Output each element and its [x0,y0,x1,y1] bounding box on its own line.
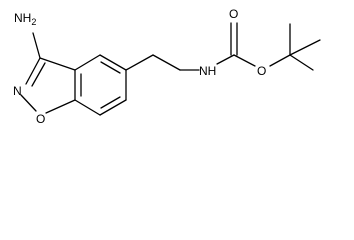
bond-o1-c7a [45,99,76,114]
bond-ch2-ch2n [152,54,181,71]
bond-c7-c7a [74,99,101,116]
ring-nitrogen-label: N [13,84,22,98]
bond-tbutyl-methyl-right [289,39,321,56]
bond-c3-nh2 [32,32,41,59]
bond-c3-n2-double [31,62,46,87]
bond-c3a-c3 [39,57,76,71]
amine-label: NH2 [14,11,36,27]
bond-n2-o1 [20,94,37,112]
ester-oxygen-label: O [257,64,266,78]
bond-ester-o-tbutyl [269,54,291,67]
bond-c3-n2 [25,57,41,85]
bond-c3a-c4 [74,54,101,71]
bond-c4-c5-double [100,61,121,74]
bond-carbonyl-ester-o [233,54,256,67]
bond-c5-ch2 [125,54,154,71]
carbamate-nh-label: NH [199,64,216,78]
amine-label-subscript: 2 [31,17,36,27]
ring-oxygen-label: O [36,112,45,126]
amine-label-main: NH [14,11,31,25]
bond-nh-carbonyl [216,54,235,65]
bond-c6-c7-double [100,96,121,109]
bond-c4-c5 [99,54,127,71]
carbonyl-oxygen-label: O [229,7,238,21]
bond-c6-c7 [99,99,127,116]
chemical-structure-diagram: NH2 N O NH O O [13,7,321,126]
bond-tbutyl-methyl-bottom [289,54,314,71]
